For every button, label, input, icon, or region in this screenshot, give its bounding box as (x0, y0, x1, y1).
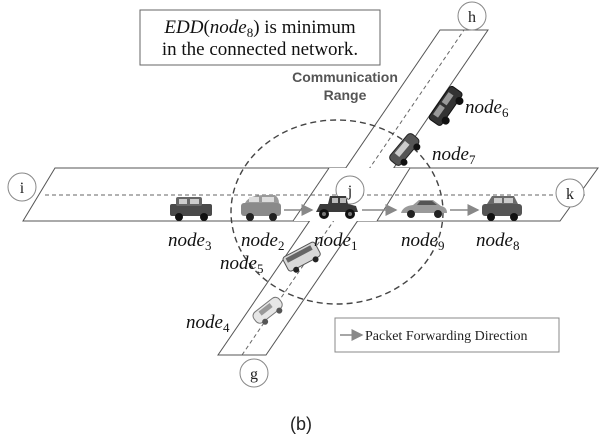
note-rest: is minimum (260, 17, 356, 38)
node-label-7: node7 (432, 144, 476, 167)
node-label-9: node9 (401, 230, 444, 253)
node-label-2: node2 (241, 230, 284, 253)
car-icon-node3 (170, 197, 212, 221)
car-icon-node4 (252, 296, 283, 325)
range-label-line2: Range (324, 87, 367, 103)
note-box: EDD(node8) is minimum in the connected n… (139, 9, 381, 66)
node-label-1: node1 (314, 230, 357, 253)
car-icon-node1 (316, 196, 358, 219)
legend-box: Packet Forwarding Direction (334, 317, 560, 353)
svg-text:g: g (250, 366, 258, 383)
node-label-8: node8 (476, 230, 519, 253)
car-icon-node8 (482, 196, 522, 221)
car-icon-node6 (428, 85, 464, 126)
intersection-i: i (7, 172, 37, 202)
note-line2: in the connected network. (162, 39, 358, 60)
range-label-line1: Communication (292, 69, 398, 85)
node-label-3: node3 (168, 230, 211, 253)
car-icon-node9 (401, 200, 447, 218)
car-icon-node7 (389, 133, 421, 166)
note-node-sub: 8 (247, 25, 254, 40)
node-label-6: node6 (465, 97, 509, 120)
node-label-5: node5 (220, 253, 263, 276)
svg-text:k: k (566, 186, 574, 203)
figure-caption: (b) (290, 414, 312, 434)
note-edd: EDD (163, 17, 203, 38)
intersection-g: g (239, 358, 269, 388)
svg-text:i: i (20, 180, 25, 197)
car-icon-node5 (282, 241, 321, 273)
intersection-k: k (555, 178, 585, 208)
note-node: node (210, 17, 247, 38)
car-icon-node2 (241, 195, 281, 221)
intersection-h: h (457, 1, 487, 31)
svg-text:h: h (468, 9, 476, 26)
svg-text:j: j (347, 183, 352, 200)
svg-text:EDD(node8) is minimum: EDD(node8) is minimum (163, 17, 355, 40)
node-label-4: node4 (186, 312, 230, 335)
legend-label: Packet Forwarding Direction (365, 329, 528, 344)
